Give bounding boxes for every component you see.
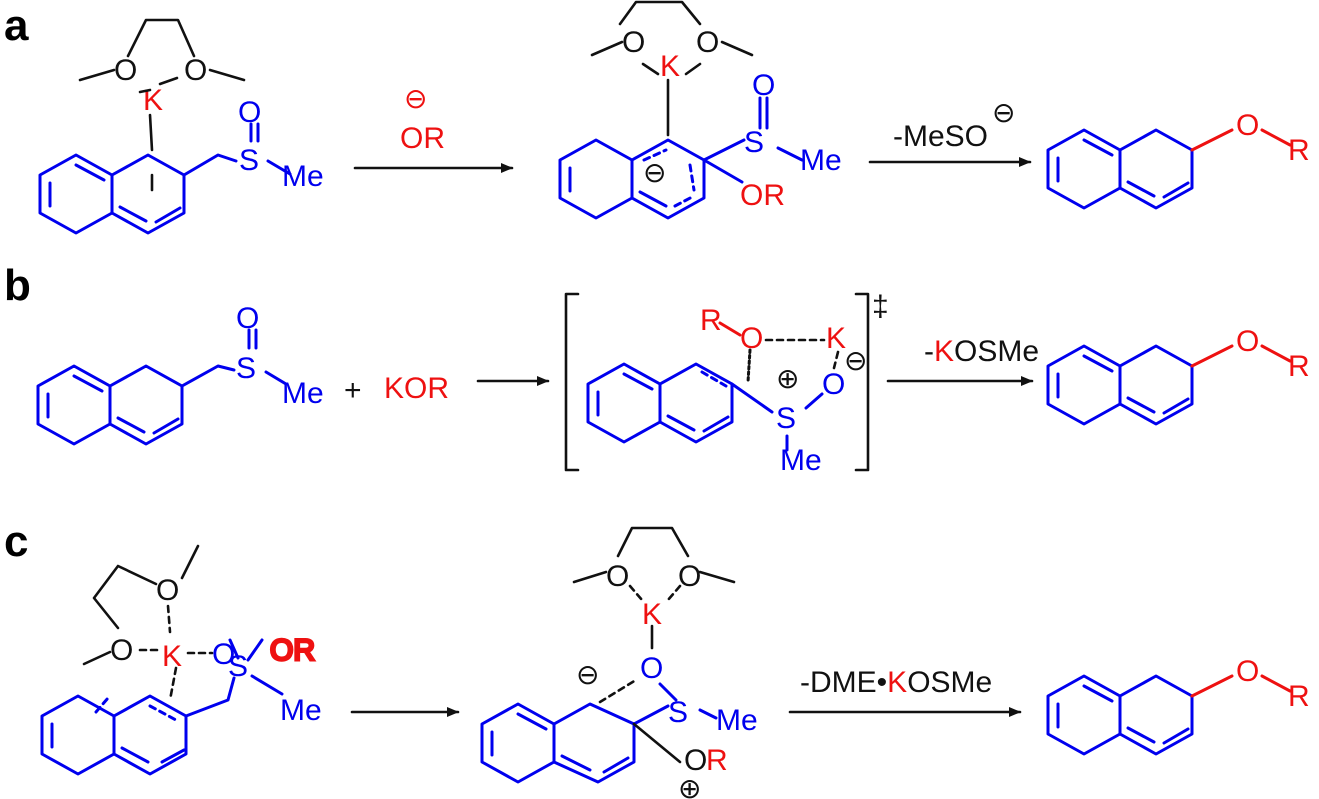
ts-double-dagger: ‡ xyxy=(872,290,889,323)
naphthalene-ring xyxy=(40,694,188,776)
panel-a-label: a xyxy=(4,1,29,50)
panel-c: c S OR Me O K O O ⊖ O xyxy=(4,517,1310,799)
naphthalene-ring xyxy=(586,362,734,444)
r-group: R xyxy=(1288,134,1310,167)
r-group: R xyxy=(1288,680,1310,713)
plus-sign: + xyxy=(344,374,362,407)
methyl-label: Me xyxy=(780,444,822,477)
panel-c-intermediate: ⊖ O S Me O R ⊕ K O O xyxy=(480,526,758,799)
alkoxy-group: OR xyxy=(740,179,785,212)
sulfinyl-oxygen: O xyxy=(822,368,845,401)
panel-a-start-molecule: O S Me K O O xyxy=(38,18,324,235)
dme-oxygen-left: O xyxy=(114,54,137,87)
methyl-label: Me xyxy=(800,144,842,177)
sulfur-atom: S xyxy=(236,352,256,385)
sulfinyl-oxygen: O xyxy=(236,302,259,335)
sulfonium-charge: ⊕ xyxy=(776,363,799,394)
panel-a-intermediate: ⊖ S O Me OR K O O xyxy=(558,0,842,220)
alkoxide-oxygen: O xyxy=(740,322,763,355)
naphthalene-ring xyxy=(38,153,186,235)
methyl-label: Me xyxy=(716,704,758,737)
alkoxy-group: OR xyxy=(270,634,315,667)
sulfinyl-oxygen: O xyxy=(212,638,235,671)
dme-oxygen-lower: O xyxy=(110,634,133,667)
panel-b: b O S Me + KOR ‡ S ⊕ Me O O xyxy=(4,261,1310,477)
alkoxide-reagent: OR xyxy=(400,122,445,155)
dme-oxygen-right: O xyxy=(696,26,719,59)
sulfinyl-oxygen: O xyxy=(238,96,261,129)
ether-oxygen: O xyxy=(1236,655,1259,688)
panel-c-start-molecule: S OR Me O K O O xyxy=(40,544,322,776)
methyl-label: Me xyxy=(282,377,324,410)
dme-oxygen-upper: O xyxy=(156,574,179,607)
fused-ring-system xyxy=(480,702,636,784)
carbanion-charge: ⊖ xyxy=(576,659,599,690)
byproduct-label: -MeSO xyxy=(893,120,988,153)
alkoxide-charge: ⊖ xyxy=(404,83,427,114)
naphthalene-ring xyxy=(36,364,184,446)
panel-b-start-molecule: O S Me xyxy=(36,302,324,446)
oxygen-atom: O xyxy=(640,652,663,685)
potassium-atom: K xyxy=(660,50,680,83)
r-group: R xyxy=(1288,350,1310,383)
potassium-alkoxide: KOR xyxy=(384,372,449,405)
ether-oxygen: O xyxy=(1236,109,1259,142)
dme-oxygen-left: O xyxy=(622,26,645,59)
oxygen-charge: ⊖ xyxy=(844,345,867,376)
panel-c-label: c xyxy=(4,517,28,566)
panel-b-transition-state: ‡ S ⊕ Me O O R K ⊖ xyxy=(564,290,889,477)
panel-a-product: O R xyxy=(1046,109,1310,210)
panel-a: a O S Me K O O ⊖ OR ⊖ S xyxy=(4,0,1310,235)
methyl-label: Me xyxy=(282,160,324,193)
naphthalene-ring xyxy=(558,138,706,220)
dme-oxygen-left: O xyxy=(606,560,629,593)
alkoxy-oxygen: O xyxy=(684,744,707,777)
potassium-atom: K xyxy=(162,640,182,673)
ts-brackets xyxy=(564,292,870,472)
byproduct-charge: ⊖ xyxy=(992,97,1015,128)
sulfur-atom: S xyxy=(744,126,764,159)
byproduct-label: -KOSMe xyxy=(924,335,1039,368)
naphthalene-ring xyxy=(1046,344,1194,426)
ether-oxygen: O xyxy=(1236,325,1259,358)
methyl-label: Me xyxy=(280,694,322,727)
carbanion-charge: ⊖ xyxy=(643,157,666,188)
sulfinyl-oxygen: O xyxy=(752,69,775,102)
panel-b-product: O R xyxy=(1046,325,1310,426)
sulfur-atom: S xyxy=(668,696,688,729)
sulfonium-atom: S xyxy=(776,402,796,435)
oxonium-charge: ⊕ xyxy=(678,773,701,799)
byproduct-label: -DME•KOSMe xyxy=(800,666,992,699)
dme-oxygen-right: O xyxy=(678,560,701,593)
sulfur-atom: S xyxy=(228,650,248,683)
potassium-atom: K xyxy=(642,598,662,631)
r-group: R xyxy=(706,744,728,777)
potassium-atom: K xyxy=(143,84,163,117)
panel-c-product: O R xyxy=(1046,655,1310,756)
naphthalene-ring xyxy=(1046,674,1194,756)
r-group: R xyxy=(700,304,722,337)
sulfur-atom: S xyxy=(239,144,259,177)
panel-b-label: b xyxy=(4,261,31,310)
naphthalene-ring xyxy=(1046,128,1194,210)
dme-oxygen-right: O xyxy=(184,54,207,87)
potassium-atom: K xyxy=(826,322,846,355)
